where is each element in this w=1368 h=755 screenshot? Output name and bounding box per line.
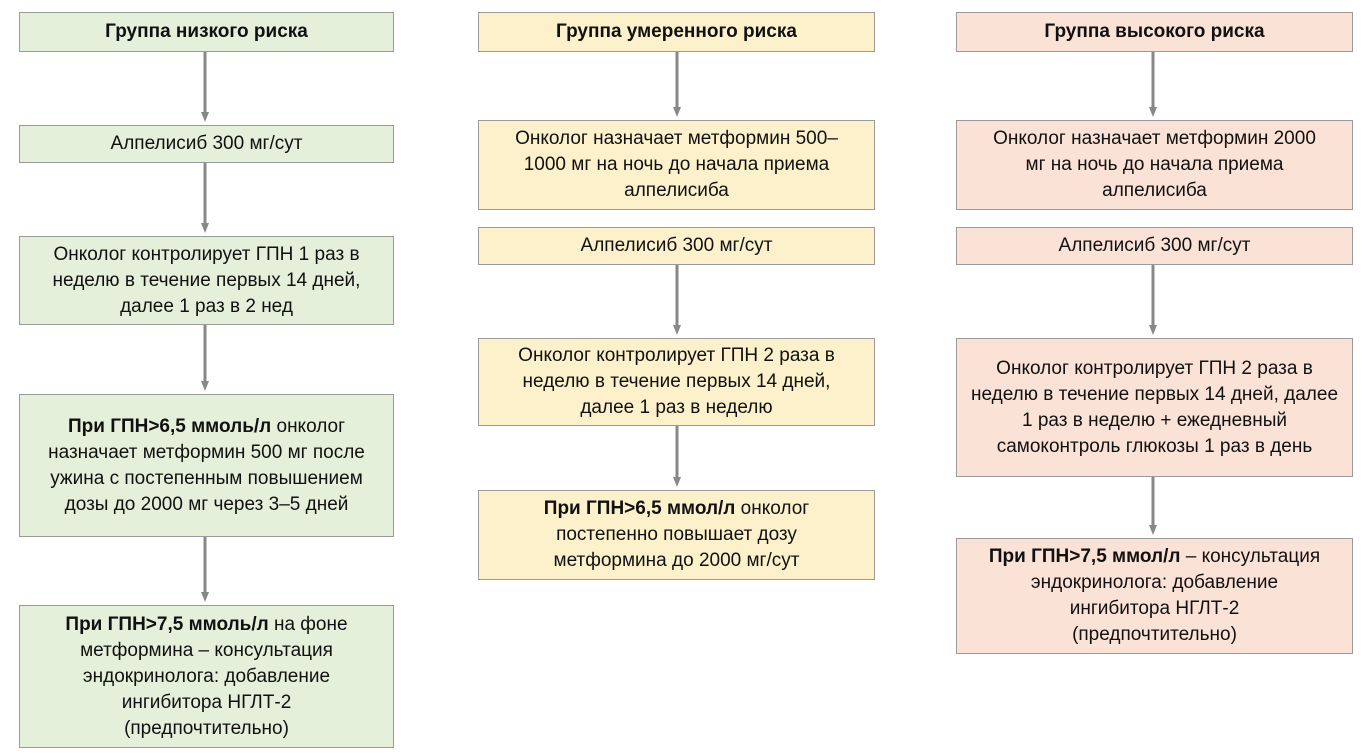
- moderate-risk-step-dose-increase: При ГПН>6,5 ммол/л онколог постепенно по…: [478, 490, 875, 580]
- low-risk-step-alpelisib: Алпелисиб 300 мг/сут: [19, 125, 394, 163]
- high-risk-step-alpelisib: Алпелисиб 300 мг/сут: [956, 227, 1353, 265]
- high-risk-step-endocrinologist-rest: – консультация эндокринолога: добавление…: [1030, 546, 1321, 645]
- moderate-risk-header: Группа умеренного риска: [478, 12, 875, 52]
- moderate-risk-step-dose-increase-rest: онколог постепенно повышает дозу метформ…: [553, 498, 810, 571]
- moderate-risk-threshold-6-5: При ГПН>6,5 ммол/л: [543, 498, 736, 519]
- moderate-risk-step-metformin-start: Онколог назначает метформин 500–1000 мг …: [478, 120, 875, 210]
- low-risk-header-text: Группа низкого риска: [105, 21, 308, 42]
- high-risk-step-endocrinologist-text: При ГПН>7,5 ммол/л – консультация эндокр…: [987, 544, 1322, 648]
- low-risk-step-metformin-text: При ГПН>6,5 ммоль/л онколог назначает ме…: [48, 414, 365, 518]
- moderate-risk-step-monitoring: Онколог контролирует ГПН 2 раза в неделю…: [478, 338, 875, 426]
- moderate-risk-step-monitoring-text: Онколог контролирует ГПН 2 раза в неделю…: [518, 345, 835, 418]
- high-risk-step-alpelisib-text: Алпелисиб 300 мг/сут: [1058, 235, 1251, 256]
- low-risk-step-metformin-rest: онколог назначает метформин 500 мг после…: [48, 415, 365, 515]
- low-risk-step-alpelisib-text: Алпелисиб 300 мг/сут: [110, 133, 303, 154]
- high-risk-step-metformin-start: Онколог назначает метформин 2000 мг на н…: [956, 120, 1353, 210]
- low-risk-step-metformin: При ГПН>6,5 ммоль/л онколог назначает ме…: [19, 394, 394, 537]
- low-risk-step-endocrinologist: При ГПН>7,5 ммоль/л на фоне метформина –…: [19, 605, 394, 748]
- high-risk-step-metformin-start-text: Онколог назначает метформин 2000 мг на н…: [993, 128, 1316, 201]
- moderate-risk-header-text: Группа умеренного риска: [556, 21, 797, 42]
- low-risk-step-monitoring: Онколог контролирует ГПН 1 раз в неделю …: [19, 236, 394, 325]
- high-risk-step-endocrinologist: При ГПН>7,5 ммол/л – консультация эндокр…: [956, 538, 1353, 654]
- low-risk-threshold-6-5: При ГПН>6,5 ммоль/л: [67, 415, 272, 437]
- moderate-risk-step-metformin-start-text: Онколог назначает метформин 500–1000 мг …: [515, 128, 838, 201]
- moderate-risk-step-alpelisib-text: Алпелисиб 300 мг/сут: [580, 235, 773, 256]
- low-risk-threshold-7-5: При ГПН>7,5 ммоль/л: [65, 613, 269, 635]
- low-risk-step-endocrinologist-text: При ГПН>7,5 ммоль/л на фоне метформина –…: [42, 612, 371, 742]
- moderate-risk-step-dose-increase-text: При ГПН>6,5 ммол/л онколог постепенно по…: [509, 496, 844, 574]
- low-risk-step-monitoring-text: Онколог контролирует ГПН 1 раз в неделю …: [52, 243, 361, 317]
- low-risk-step-endocrinologist-rest: на фоне метформина – консультация эндокр…: [80, 613, 348, 739]
- high-risk-step-monitoring: Онколог контролирует ГПН 2 раза в неделю…: [956, 338, 1353, 477]
- high-risk-step-monitoring-text: Онколог контролирует ГПН 2 раза в неделю…: [970, 357, 1339, 457]
- low-risk-header: Группа низкого риска: [19, 12, 394, 52]
- moderate-risk-step-alpelisib: Алпелисиб 300 мг/сут: [478, 227, 875, 265]
- high-risk-header-text: Группа высокого риска: [1044, 21, 1265, 42]
- high-risk-header: Группа высокого риска: [956, 12, 1353, 52]
- high-risk-threshold-7-5: При ГПН>7,5 ммол/л: [988, 546, 1181, 567]
